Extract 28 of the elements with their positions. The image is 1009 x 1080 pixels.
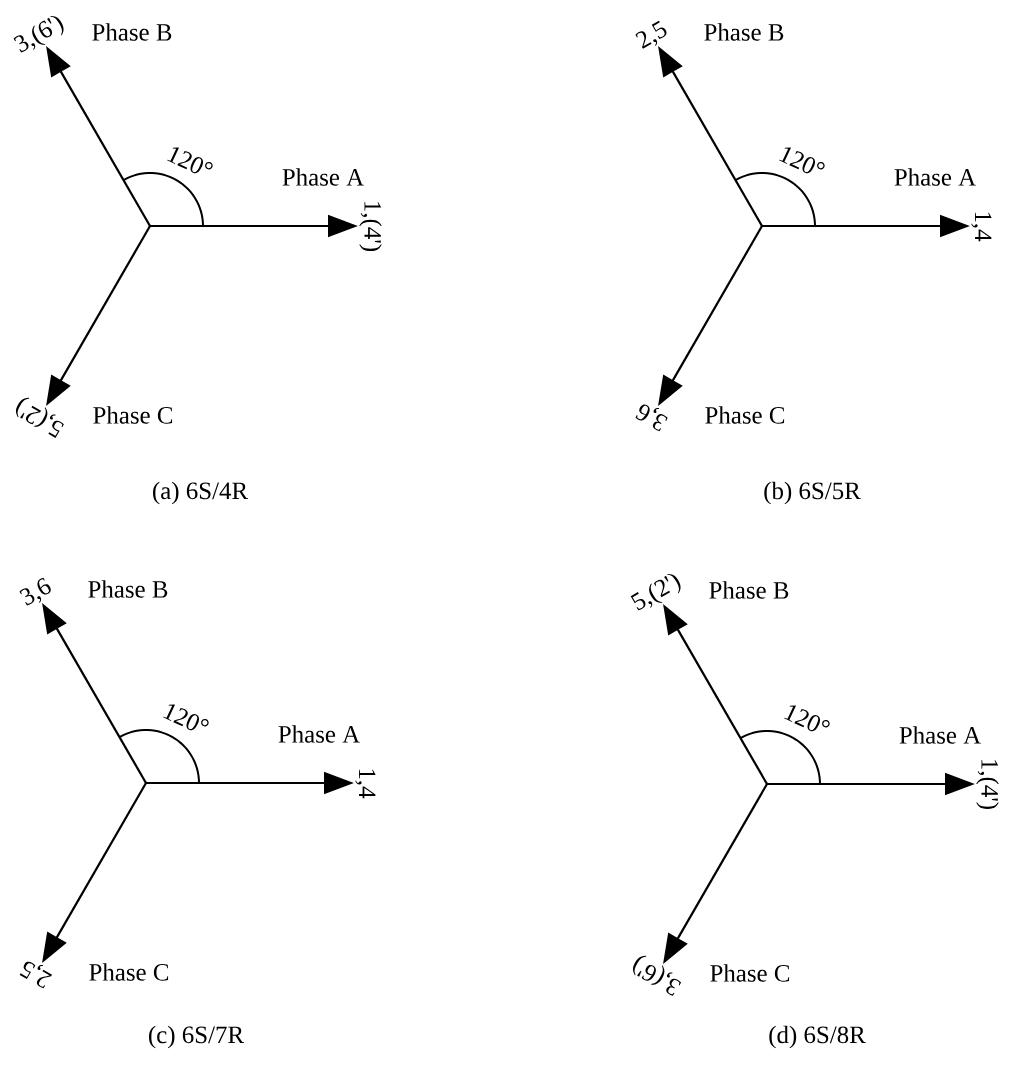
phase-label: Phase C [89,963,169,981]
terminal-label: 3,6 [19,577,51,606]
terminal-label: 5,(2') [15,397,64,438]
terminal-label: 2,5 [635,20,667,49]
terminal-label: 2,5 [19,961,52,989]
phase-label: Phase A [894,168,976,186]
caption: (c) 6S/7R [149,1025,245,1049]
caption: (a) 6S/4R [153,481,249,505]
phase-label: Phase B [92,23,172,41]
caption: (b) 6S/5R [764,481,861,505]
phase-label: Phase A [899,726,981,744]
phase-label: Phase C [710,964,790,982]
phase-label: Phase B [88,580,168,598]
phase-label: Phase C [93,406,173,424]
caption: (d) 6S/8R [769,1025,866,1049]
terminal-label: 1,(4') [976,760,999,809]
phase-label: Phase C [705,406,785,424]
terminal-label: 1,(4') [359,202,382,251]
terminal-label: 3,6 [635,404,668,432]
terminal-label: 1,4 [971,212,992,242]
terminal-label: 5,(2') [630,573,681,611]
phase-label: Phase A [278,725,360,743]
phase-label: Phase B [704,23,784,41]
terminal-label: 1,4 [355,769,376,799]
phase-label: Phase B [709,581,789,599]
phase-label: Phase A [282,168,364,186]
terminal-label: 3,(6') [13,16,64,53]
terminal-label: 3,(6') [632,955,682,996]
